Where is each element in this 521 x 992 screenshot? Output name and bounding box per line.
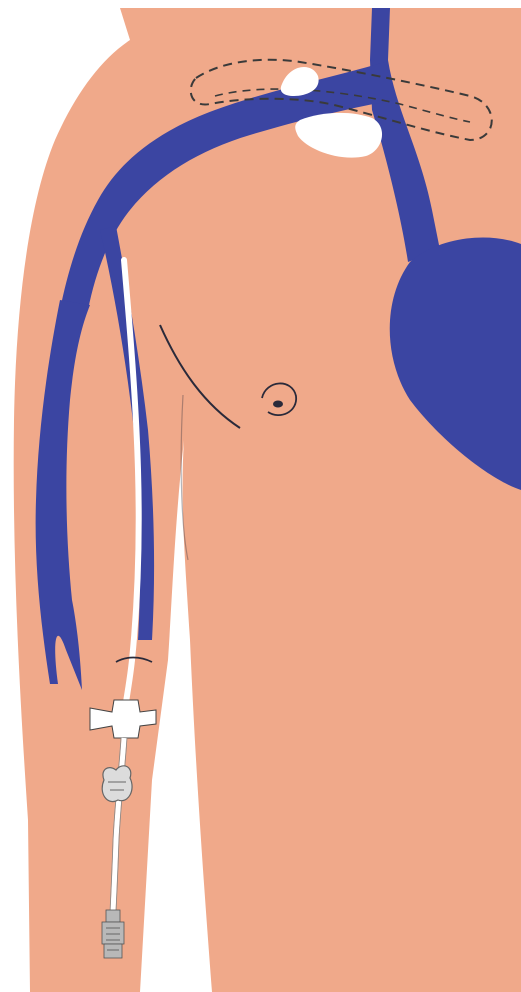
body-silhouette: [14, 8, 521, 992]
catheter-clamp: [102, 766, 132, 802]
nipple-center: [273, 401, 283, 408]
clamp-body: [102, 766, 132, 802]
connector-body: [102, 922, 124, 944]
connector-cap: [104, 944, 122, 958]
connector-collar: [106, 910, 120, 922]
